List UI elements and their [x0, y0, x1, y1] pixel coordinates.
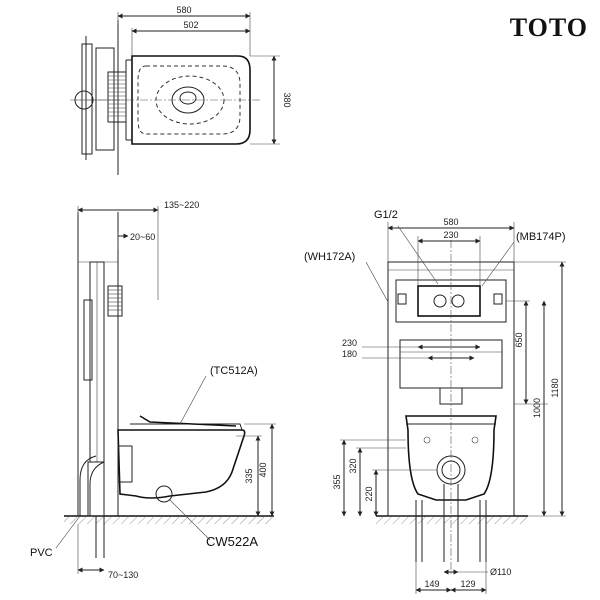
flush-plate	[417, 285, 481, 317]
dim-front-580: 580	[443, 217, 458, 227]
toto-logo: TOTO	[510, 13, 588, 42]
label-pvc: PVC	[30, 547, 53, 559]
side-view: 135~220 20~60 335 400 70~130 (TC512A) CW…	[30, 200, 276, 580]
dim-side-20-60: 20~60	[130, 232, 155, 242]
dim-front-650: 650	[514, 332, 524, 347]
dim-front-149: 149	[424, 579, 439, 589]
label-cw522a: CW522A	[206, 534, 258, 549]
dim-top-580: 580	[176, 5, 191, 15]
label-mb174p: (MB174P)	[516, 231, 566, 243]
dim-side-70-130: 70~130	[108, 570, 138, 580]
dim-front-d110: Ø110	[490, 567, 511, 577]
dim-front-180: 180	[342, 349, 357, 359]
dim-front-320: 320	[348, 458, 358, 473]
dim-front-230-mid: 230	[342, 338, 357, 348]
label-wh172a: (WH172A)	[304, 251, 355, 263]
dim-side-335: 335	[244, 468, 254, 483]
top-flush-ribs	[107, 71, 127, 123]
dim-front-129: 129	[460, 579, 475, 589]
label-tc512a: (TC512A)	[210, 365, 258, 377]
top-bowl-outline	[131, 55, 251, 145]
dim-front-1000: 1000	[532, 398, 542, 418]
side-bowl-outline	[117, 429, 246, 499]
dim-side-400: 400	[258, 462, 268, 477]
dim-front-230-top: 230	[443, 230, 458, 240]
dim-front-1180: 1180	[550, 378, 560, 397]
side-flush-ribs	[107, 285, 123, 317]
dim-front-355: 355	[332, 474, 342, 489]
top-view: 580 502 380	[70, 5, 292, 175]
dim-front-220: 220	[364, 486, 374, 501]
dim-top-380: 380	[282, 92, 292, 107]
dim-side-135-220: 135~220	[164, 200, 199, 210]
top-bowl-dashed	[137, 65, 241, 135]
dim-top-502: 502	[183, 20, 198, 30]
front-view: 580 230 230 180 650 1000 1180 355 320 22…	[304, 209, 566, 594]
front-bowl-outline	[405, 415, 497, 501]
label-g12: G1/2	[374, 209, 398, 221]
